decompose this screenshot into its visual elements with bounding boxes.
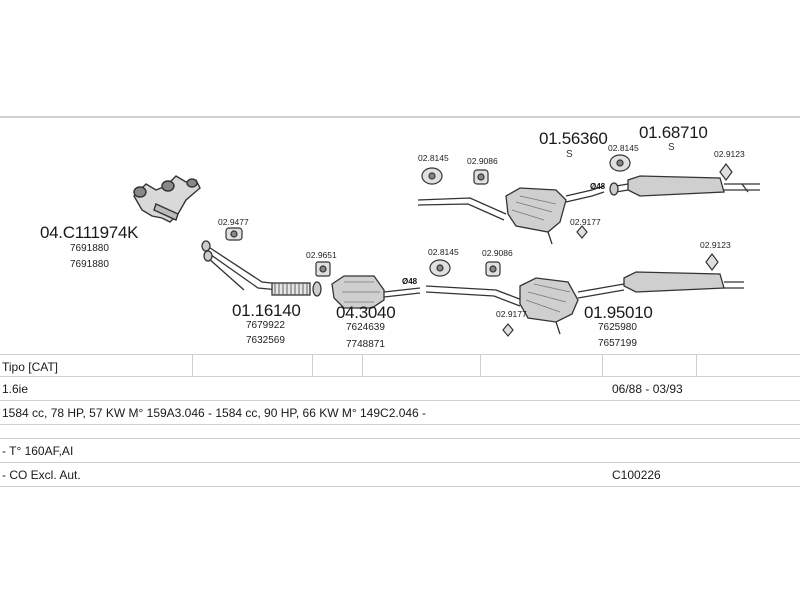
- table-row-spec: 1584 cc, 78 HP, 57 KW M° 159A3.046 - 158…: [0, 400, 800, 425]
- hanger-top-2-code: 02.9086: [467, 156, 498, 166]
- silencer-assy-ref-2: 7657199: [598, 338, 637, 349]
- hanger-bot-3-code: 02.9177: [496, 309, 527, 319]
- middle-silencer-suffix: S: [566, 149, 573, 160]
- front-pipe-code: 01.16140: [232, 301, 301, 320]
- manifold-drawing: [133, 175, 201, 223]
- co-note: - CO Excl. Aut.: [2, 468, 81, 482]
- rear-silencer-code: 01.68710: [639, 123, 708, 142]
- table-row-spacer: [0, 424, 800, 439]
- rear-silencer-suffix: S: [668, 142, 675, 153]
- top-assembly-drawing: [417, 175, 760, 245]
- middle-silencer-code: 01.56360: [539, 129, 608, 148]
- manifold-ref-1: 7691880: [70, 243, 109, 254]
- catalyst-code: 04.3040: [336, 303, 396, 322]
- engine-label: 1.6ie: [2, 382, 29, 396]
- front-pipe-ref-1: 7679922: [246, 320, 285, 331]
- table-row-gearbox: - T° 160AF,AI: [0, 438, 800, 463]
- front-pipe-drawing: [201, 240, 322, 297]
- hanger-top-5-code: 02.9177: [570, 217, 601, 227]
- hanger-bot-2-code: 02.9086: [482, 248, 513, 258]
- hanger-top-1-code: 02.8145: [418, 153, 449, 163]
- engine-spec: 1584 cc, 78 HP, 57 KW M° 159A3.046 - 158…: [2, 406, 427, 420]
- manifold-code: 04.C111974K: [40, 223, 139, 242]
- table-row-header: Tipo [CAT]: [0, 354, 800, 377]
- silencer-assy-ref-1: 7625980: [598, 322, 637, 333]
- table-row-engine: 1.6ie 06/88 - 03/93: [0, 376, 800, 401]
- hanger-top-4-code: 02.9123: [714, 149, 745, 159]
- hanger-icons: [225, 154, 733, 337]
- clamp-b-code: 02.9651: [306, 250, 337, 260]
- front-pipe-ref-2: 7632569: [246, 335, 285, 346]
- vehicle-type: Tipo [CAT]: [2, 360, 59, 374]
- silencer-assy-code: 01.95010: [584, 303, 653, 322]
- production-dates: 06/88 - 03/93: [612, 382, 683, 396]
- catalyst-ref-1: 7624639: [346, 322, 385, 333]
- gearbox-note: - T° 160AF,AI: [2, 444, 74, 458]
- hanger-bot-1-code: 02.8145: [428, 247, 459, 257]
- hanger-top-3-code: 02.8145: [608, 143, 639, 153]
- hanger-bot-4-code: 02.9123: [700, 240, 731, 250]
- diameter-mark-bottom: Ø48: [402, 277, 418, 286]
- bottom-assembly-drawing: [425, 271, 744, 335]
- catalyst-ref-2: 7748871: [346, 339, 385, 350]
- clamp-a-code: 02.9477: [218, 217, 249, 227]
- diameter-mark-top: Ø48: [590, 182, 606, 191]
- table-bottom-border: [0, 486, 800, 488]
- manifold-ref-2: 7691880: [70, 259, 109, 270]
- kit-code: C100226: [612, 468, 661, 482]
- table-row-note: - CO Excl. Aut. C100226: [0, 462, 800, 487]
- catalyst-drawing: [331, 275, 421, 309]
